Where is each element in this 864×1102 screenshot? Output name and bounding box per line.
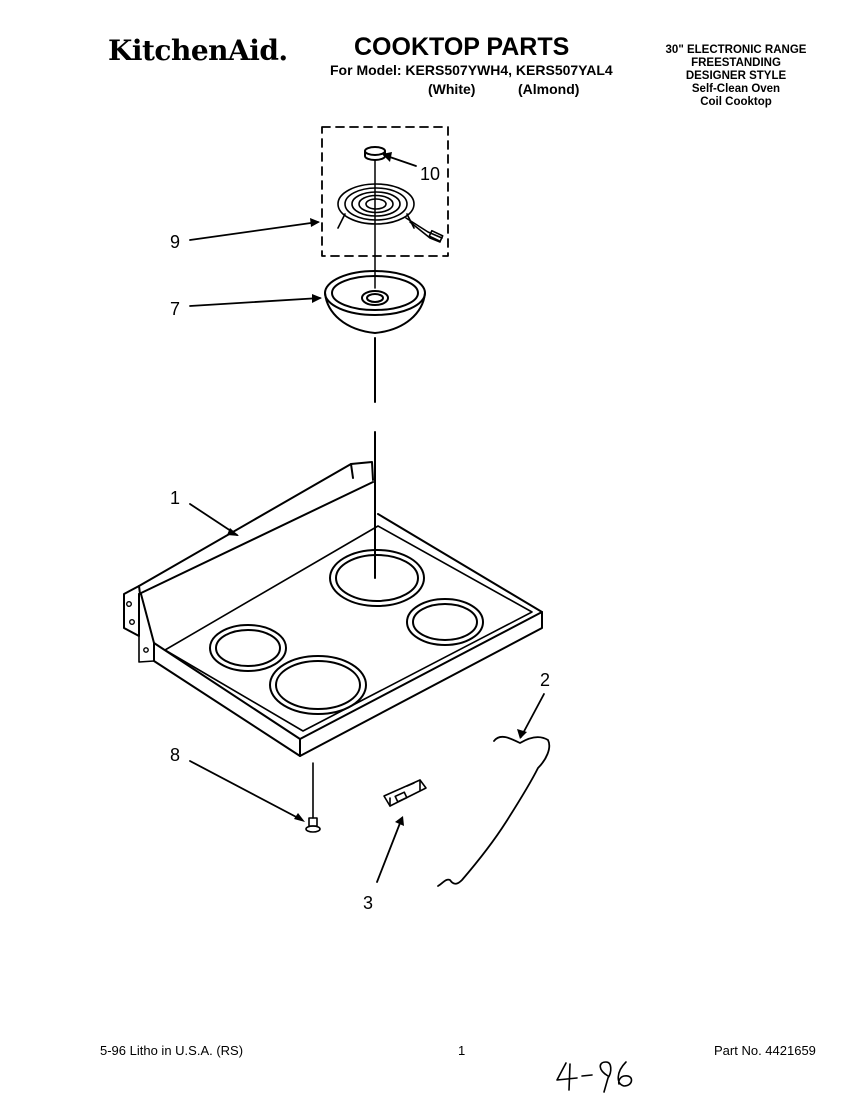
description-line: 30" ELECTRONIC RANGE: [665, 44, 807, 56]
range-description: 30" ELECTRONIC RANGE FREESTANDING DESIGN…: [636, 44, 836, 109]
part-number: Part No. 4421659: [714, 1043, 816, 1058]
brand-logo: KitchenAid.: [108, 34, 288, 67]
callout-9: 9: [170, 232, 180, 252]
screw-part: [305, 762, 321, 833]
center-cap-part: [364, 146, 386, 161]
callout-3: 3: [363, 893, 373, 913]
callout-arrowheads: [227, 152, 527, 826]
page-number: 1: [458, 1043, 466, 1058]
handwritten-date: [556, 1061, 633, 1093]
description-line: FREESTANDING: [691, 57, 781, 69]
callout-7: 7: [170, 299, 180, 319]
description-line: DESIGNER STYLE: [685, 70, 787, 82]
callout-8: 8: [170, 745, 180, 765]
page-title: COOKTOP PARTS: [354, 33, 570, 61]
element-assembly-box: [321, 126, 449, 257]
retainer-rod-part: [437, 735, 551, 887]
cooktop-part: [123, 461, 543, 757]
callout-leaders: [189, 154, 545, 883]
model-numbers: For Model: KERS507YWH4, KERS507YAL4: [330, 62, 613, 78]
description-line: Self-Clean Oven: [691, 83, 781, 95]
finish-white: (White): [428, 81, 476, 97]
callout-2: 2: [540, 670, 550, 690]
description-line: Coil Cooktop: [700, 96, 772, 108]
finish-almond: (Almond): [518, 81, 580, 97]
callout-1: 1: [170, 488, 180, 508]
callout-10: 10: [420, 164, 440, 184]
clip-part: [383, 779, 427, 807]
coil-element-part: [337, 183, 444, 243]
litho-note: 5-96 Litho in U.S.A. (RS): [100, 1043, 244, 1058]
drip-bowl-part: [324, 270, 426, 334]
